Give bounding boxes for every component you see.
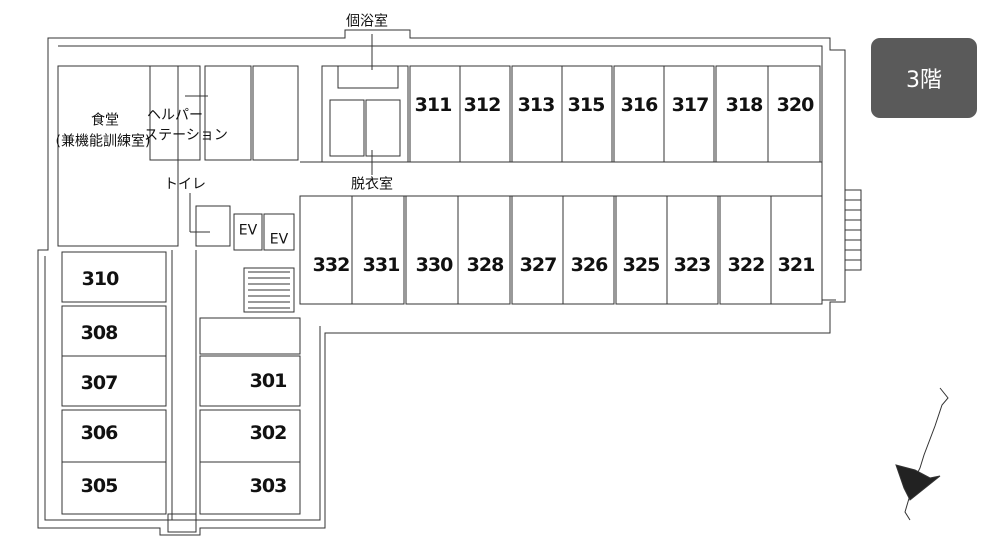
room-328: 328 bbox=[466, 254, 505, 276]
north-arrow-icon bbox=[895, 387, 949, 521]
room-302: 302 bbox=[249, 422, 288, 444]
room-305: 305 bbox=[80, 475, 119, 497]
room-312: 312 bbox=[463, 94, 502, 116]
helper-station-label: ヘルパー bbox=[147, 107, 203, 124]
room-331: 331 bbox=[362, 254, 401, 276]
room-320: 320 bbox=[776, 94, 815, 116]
room-306: 306 bbox=[80, 422, 119, 444]
room-327: 327 bbox=[519, 254, 558, 276]
helper-station-sublabel: ステーション bbox=[144, 127, 228, 144]
room-330: 330 bbox=[415, 254, 454, 276]
floor-badge: 3階 bbox=[871, 38, 977, 118]
room-301: 301 bbox=[249, 370, 288, 392]
building-outline bbox=[37, 29, 846, 536]
room-308: 308 bbox=[80, 322, 119, 344]
elevator-label-2: EV bbox=[269, 231, 289, 248]
room-322: 322 bbox=[727, 254, 766, 276]
room-315: 315 bbox=[567, 94, 606, 116]
bath-label: 個浴室 bbox=[346, 13, 388, 30]
room-326: 326 bbox=[570, 254, 609, 276]
room-332: 332 bbox=[312, 254, 351, 276]
room-303: 303 bbox=[249, 475, 288, 497]
toilet-label: トイレ bbox=[164, 176, 206, 193]
room-316: 316 bbox=[620, 94, 659, 116]
dining-label: 食堂 bbox=[91, 112, 119, 129]
room-307: 307 bbox=[80, 372, 119, 394]
room-323: 323 bbox=[673, 254, 712, 276]
room-321: 321 bbox=[777, 254, 816, 276]
elevator-label-1: EV bbox=[238, 222, 258, 239]
changing-room-label: 脱衣室 bbox=[351, 176, 393, 193]
room-317: 317 bbox=[671, 94, 710, 116]
room-313: 313 bbox=[517, 94, 556, 116]
room-310: 310 bbox=[81, 268, 120, 290]
room-325: 325 bbox=[622, 254, 661, 276]
room-318: 318 bbox=[725, 94, 764, 116]
dining-sublabel: (兼機能訓練室) bbox=[55, 133, 151, 150]
room-311: 311 bbox=[414, 94, 453, 116]
